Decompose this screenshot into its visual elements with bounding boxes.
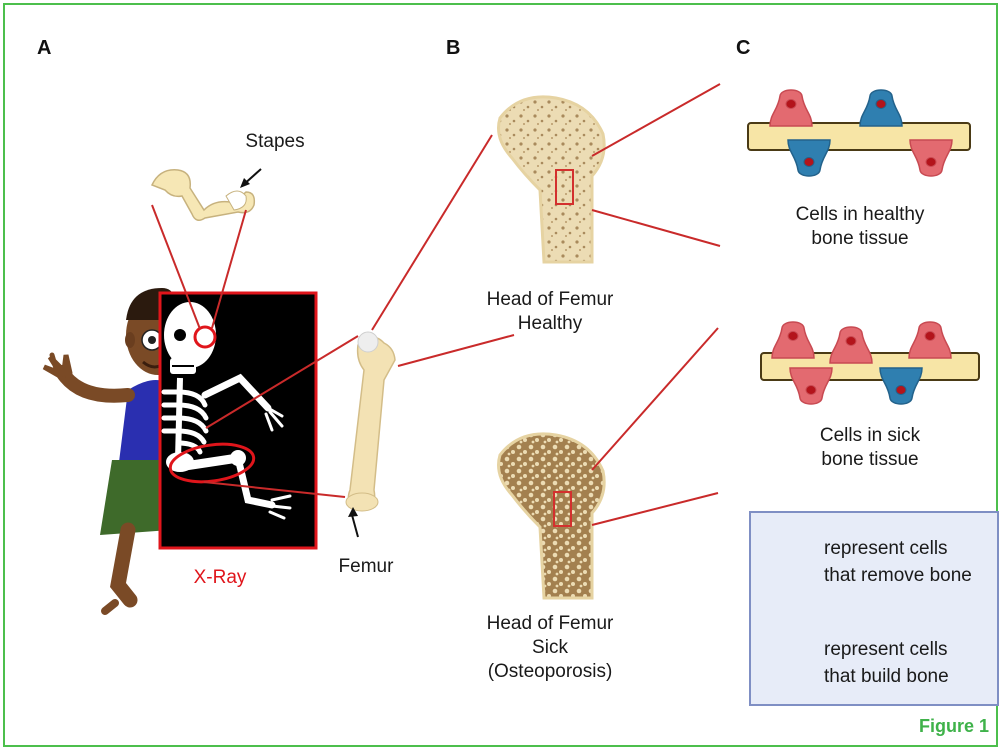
legend-remove-line2: that remove bone xyxy=(824,562,994,589)
cells-healthy-line1: Cells in healthy xyxy=(770,203,950,227)
legend-box: represent cells that remove bone represe… xyxy=(749,511,999,706)
legend-remove-line1: represent cells xyxy=(824,535,994,562)
legend-build-line2: that build bone xyxy=(824,663,994,690)
cells-sick-line2: bone tissue xyxy=(780,448,960,472)
xray-panel xyxy=(160,293,316,548)
cells-sick-line1: Cells in sick xyxy=(780,424,960,448)
legend-build-line1: represent cells xyxy=(824,636,994,663)
head-sick-line3: (Osteoporosis) xyxy=(470,660,630,684)
healthy-bone-tissue xyxy=(748,90,970,176)
xray-label: X-Ray xyxy=(180,566,260,590)
stapes-label: Stapes xyxy=(230,130,320,154)
panel-label-a: A xyxy=(37,37,51,60)
head-sick-line2: Sick xyxy=(470,636,630,660)
femur-head-healthy xyxy=(499,97,605,262)
cells-healthy-line2: bone tissue xyxy=(770,227,950,251)
sick-bone-tissue xyxy=(761,322,979,404)
panel-label-c: C xyxy=(736,37,750,60)
panel-label-b: B xyxy=(446,37,460,60)
femur-label: Femur xyxy=(326,555,406,579)
head-sick-line1: Head of Femur xyxy=(470,612,630,636)
figure-number: Figure 1 xyxy=(919,716,989,737)
femur-head-sick xyxy=(499,434,605,598)
head-healthy-line1: Head of Femur xyxy=(470,288,630,312)
stapes-bone xyxy=(152,170,254,220)
femur-bone xyxy=(346,332,395,511)
head-healthy-line2: Healthy xyxy=(470,312,630,336)
